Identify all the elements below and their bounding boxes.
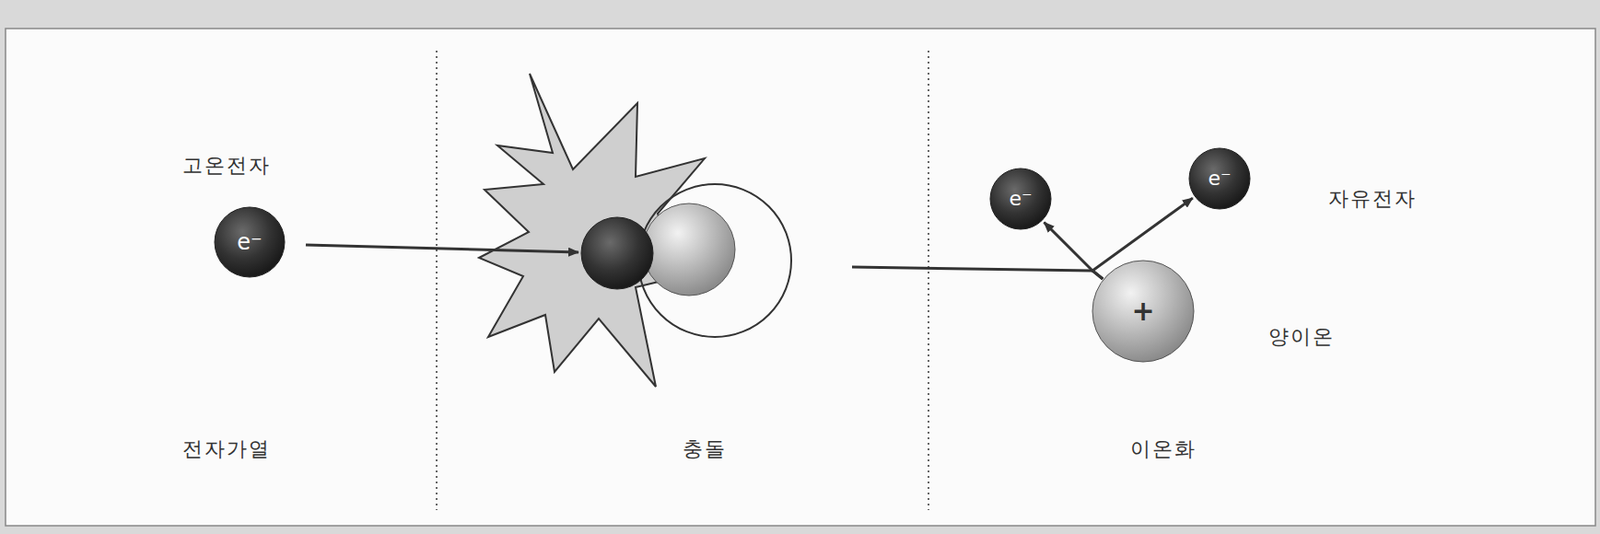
electron-circle: e⁻ (989, 167, 1052, 231)
colliding-electron (581, 217, 654, 290)
electron-symbol: e⁻ (1008, 188, 1032, 210)
caption-label: 충돌 (682, 435, 727, 464)
orbit-ring (638, 184, 792, 338)
divider (435, 50, 438, 511)
incoming-arrow (305, 245, 579, 253)
circle-shape (1092, 260, 1194, 363)
atom-nucleus (642, 203, 736, 296)
ion-circle: + (1091, 259, 1195, 363)
electron-symbol: e⁻ (236, 231, 262, 254)
outgoing-line (852, 267, 1093, 271)
electron-symbol: e⁻ (1207, 168, 1231, 189)
frame (5, 28, 1596, 526)
caption-label: 전자가열 (182, 435, 271, 464)
caption-label: 고온전자 (182, 151, 271, 180)
circle-shape (990, 168, 1052, 230)
caption-label: 자유전자 (1328, 185, 1417, 213)
divider (927, 50, 930, 511)
electron-circle: e⁻ (1188, 147, 1251, 211)
circle-shape (1189, 148, 1250, 210)
electron-circle: e⁻ (213, 206, 286, 279)
circle-shape (214, 207, 285, 278)
caption-label: 양이온 (1268, 323, 1335, 351)
charge-sign: + (1131, 297, 1155, 326)
caption-label: 이온화 (1130, 435, 1197, 464)
